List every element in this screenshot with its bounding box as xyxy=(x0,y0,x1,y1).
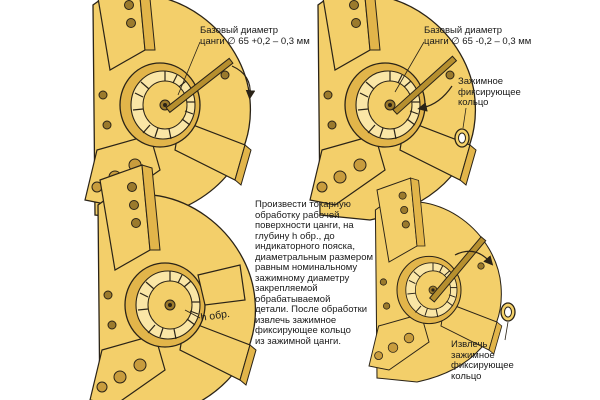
panel2-ring-line2: фиксирующее xyxy=(458,86,521,98)
instruction-line: закрепляемой xyxy=(255,283,318,294)
panel2-ring-line1: Зажимное xyxy=(458,76,504,87)
panel2-diameter-label: Базовый диаметр цанги ∅ 65 -0,2 – 0,3 мм xyxy=(424,25,532,47)
instruction-line: диаметральным размером xyxy=(255,251,374,263)
instruction-line: поверхности цанги, на xyxy=(255,220,354,231)
instruction-line: обрабатываемой xyxy=(255,293,331,305)
instruction-line: зажимному диаметру xyxy=(255,272,350,284)
panel4-ring-label: Извлечь зажимное фиксирующее кольцо xyxy=(451,339,514,382)
panel2-diameter-line2: цанги ∅ 65 -0,2 – 0,3 мм xyxy=(424,35,532,47)
panel1-rotation-arrow-icon xyxy=(231,65,256,100)
instruction-line: фиксирующее кольцо xyxy=(255,325,351,336)
panel3-depth-leader xyxy=(184,309,201,319)
panel4-ring-line1: Извлечь xyxy=(451,339,488,350)
panel4-ring-line2: зажимное xyxy=(451,349,495,361)
panel1-leader-line xyxy=(177,41,201,96)
instruction-line: индикаторного пояска, xyxy=(255,241,355,252)
panel4-ring-line3: фиксирующее xyxy=(451,360,514,371)
instruction-line: из зажимной цанги. xyxy=(255,335,341,347)
panel3-machining-tool-icon xyxy=(197,264,246,306)
instruction-line: извлечь зажимное xyxy=(255,314,337,326)
instruction-text: Произвести токарную обработку рабочей по… xyxy=(255,199,374,347)
panel2-diameter-line1: Базовый диаметр xyxy=(424,25,503,36)
panel2-ring-label: Зажимное фиксирующее кольцо xyxy=(458,76,521,109)
panel4-rotation-arrow-icon xyxy=(454,250,494,266)
panel2-leader-line xyxy=(394,41,425,93)
panel4-clamping-ring-icon xyxy=(500,302,516,322)
panel4-ring-line4: кольцо xyxy=(451,370,482,382)
instruction-line: детали. После обработки xyxy=(255,304,368,315)
instruction-line: глубину h обр., до xyxy=(255,230,335,242)
instruction-line: обработку рабочей xyxy=(255,209,340,221)
instruction-line: равным номинальному xyxy=(255,262,358,273)
panel1-diameter-label: Базовый диаметр цанги ∅ 65 +0,2 – 0,3 мм xyxy=(200,25,310,47)
panel2-rotation-arrow-icon xyxy=(417,85,453,112)
panel2-clamping-ring-icon xyxy=(454,128,470,148)
panel2-ring-leader xyxy=(462,107,467,129)
panel4-ring-leader xyxy=(504,321,509,341)
panel2-ring-line3: кольцо xyxy=(458,97,489,108)
instruction-line: Произвести токарную xyxy=(255,199,351,210)
panel1-diameter-line1: Базовый диаметр xyxy=(200,25,279,36)
panel1-diameter-line2: цанги ∅ 65 +0,2 – 0,3 мм xyxy=(200,35,310,47)
